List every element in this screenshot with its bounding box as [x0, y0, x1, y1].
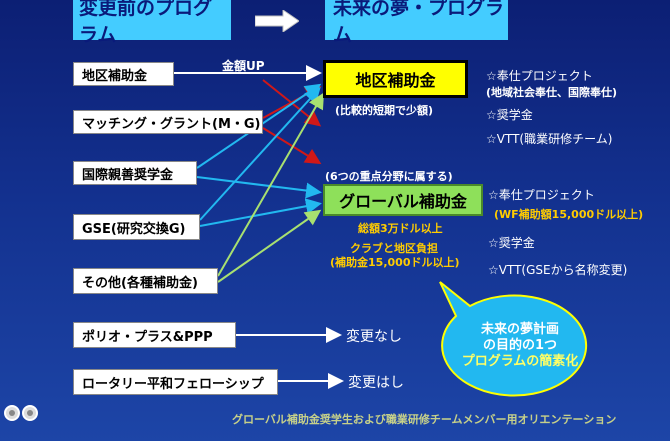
global-use-vtt: ☆VTT(GSEから名称変更) — [488, 263, 628, 277]
arrow-green-other-district — [217, 92, 325, 277]
arrow-label-amount-up: 金額UP — [222, 59, 265, 73]
district-use-service: ☆奉仕プロジェクト — [486, 69, 593, 83]
footer-caption: グローバル補助金奨学生および職業研修チームメンバー用オリエンテーション — [232, 413, 617, 426]
status-peace: 変更はし — [348, 375, 404, 391]
district-grant-note: (比較的短期で少額) — [335, 104, 434, 117]
arrow-cyan-scholar-global — [196, 176, 322, 199]
foundation-logo-icon — [22, 405, 38, 421]
global-grant-cost-share: クラブと地区負担 — [350, 242, 438, 255]
source-polio-plus: ポリオ・プラス&PPP — [73, 322, 236, 348]
arrow-cyan-gse-global — [199, 198, 322, 227]
status-polio: 変更なし — [346, 329, 402, 345]
arrow-red-mg-global — [262, 127, 322, 165]
source-ambassadorial-scholarship: 国際親善奨学金 — [73, 161, 197, 185]
callout-line-3: プログラムの簡素化 — [461, 354, 579, 369]
global-grant-focus-note: (6つの重点分野に属する) — [325, 170, 453, 183]
target-global-grant: グローバル補助金 — [323, 184, 483, 216]
callout-line-1: 未来の夢計画 — [480, 322, 559, 337]
district-use-service-detail: (地域社会奉仕、国際奉仕) — [486, 86, 618, 99]
global-grant-award: (補助金15,000ドル以上) — [330, 256, 460, 269]
callout-text: 未来の夢計画 の目的の1つ プログラムの簡素化 — [450, 322, 590, 370]
arrow-cyan-gse-district — [199, 87, 321, 221]
rotary-wheel-logo-icon — [4, 405, 20, 421]
header-right-arrow-icon — [255, 10, 299, 32]
global-use-service: ☆奉仕プロジェクト — [488, 188, 595, 202]
callout-line-2: の目的の1つ — [482, 338, 558, 353]
source-peace-fellowship: ロータリー平和フェローシップ — [73, 369, 278, 395]
arrow-green-other-global — [217, 209, 322, 283]
district-use-scholarship: ☆奨学金 — [486, 108, 533, 122]
callout-bubble — [439, 281, 588, 397]
logos — [4, 405, 38, 421]
global-grant-total: 総額3万ドル以上 — [358, 222, 443, 235]
district-use-vtt: ☆VTT(職業研修チーム) — [486, 132, 613, 146]
global-use-scholarship: ☆奨学金 — [488, 236, 535, 250]
target-district-grant: 地区補助金 — [323, 60, 468, 98]
source-matching-grant: マッチング・グラント(M・G) — [73, 110, 263, 134]
source-district-grant: 地区補助金 — [73, 62, 174, 86]
source-other-grants: その他(各種補助金) — [73, 268, 218, 294]
global-use-service-detail: (WF補助額15,000ドル以上) — [494, 208, 644, 221]
header-after: 未来の夢・プログラム — [325, 0, 508, 46]
source-gse: GSE(研究交換G) — [73, 214, 200, 240]
header-before: 変更前のプログラム — [73, 0, 231, 46]
